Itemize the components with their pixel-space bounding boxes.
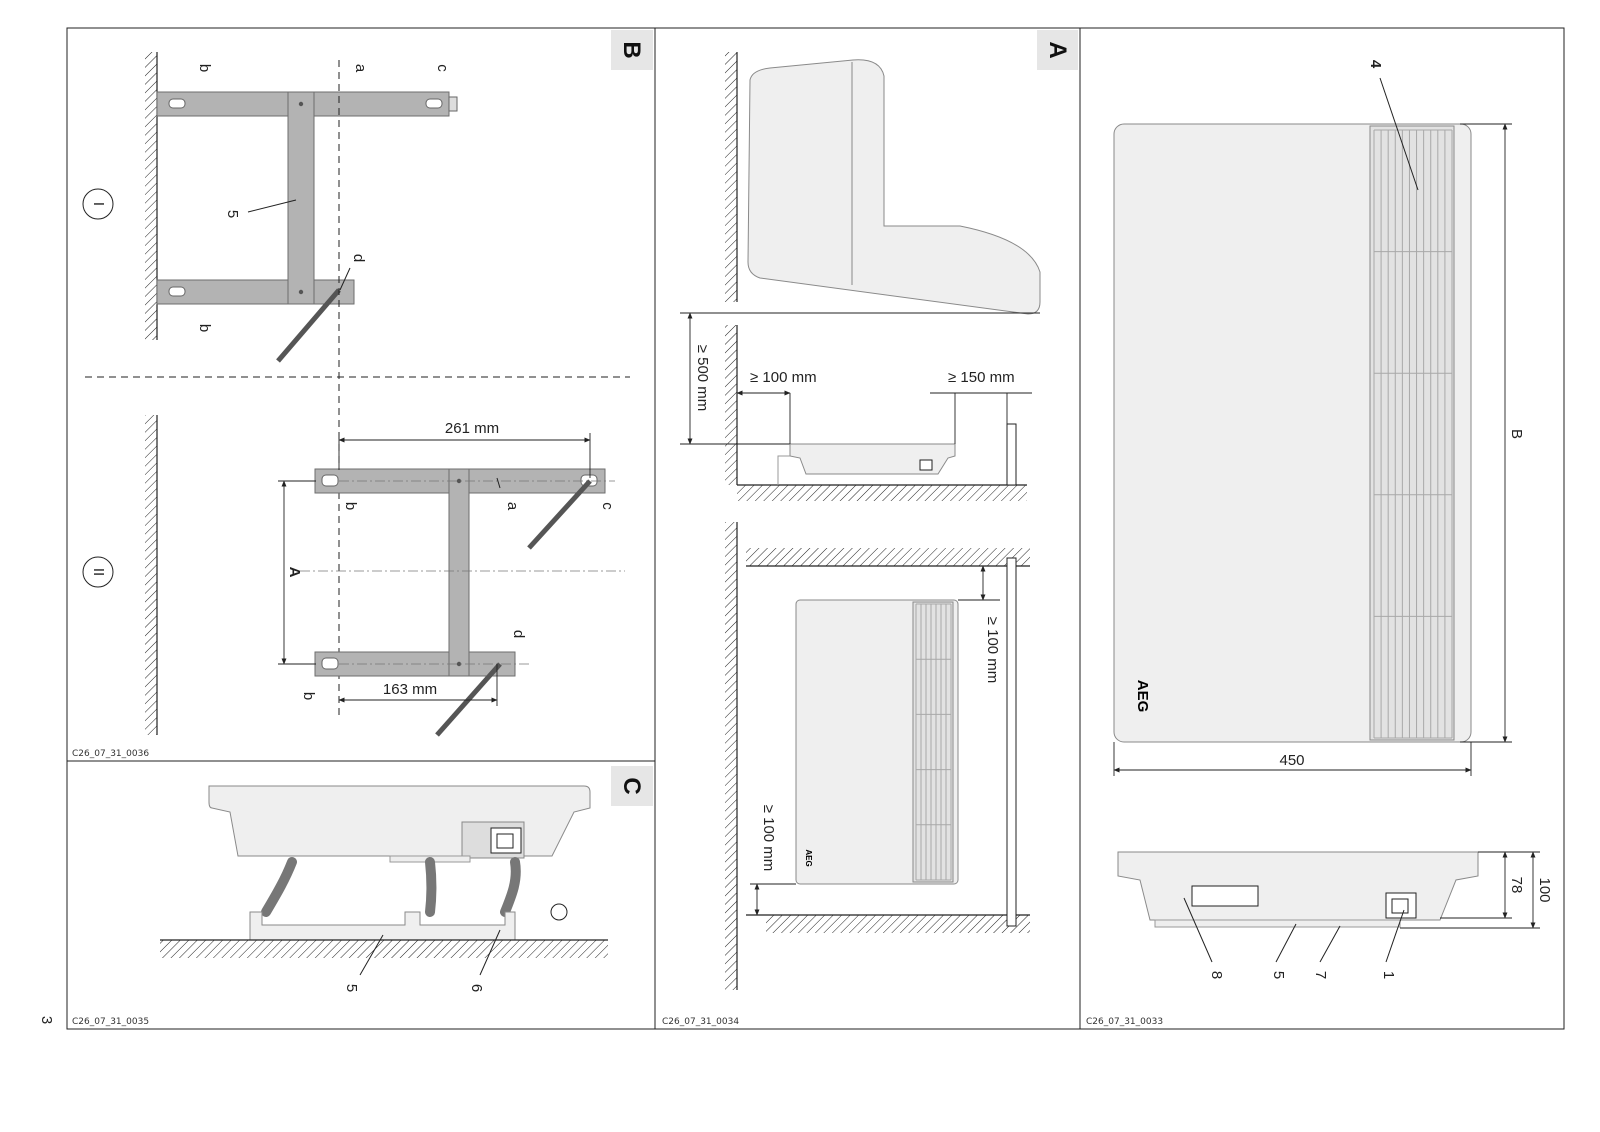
panel-c: C 5 6 C26_07_31_0035: [72, 766, 653, 1027]
panel-b: B I b a c 5 d b: [72, 30, 653, 759]
panel-a-code: C26_07_31_0034: [662, 1017, 739, 1027]
dim-100-left-label: ≥ 100 mm: [750, 369, 817, 386]
bracket-step-1: [156, 91, 458, 363]
dim-500-label: ≥ 500 mm: [694, 345, 711, 412]
wall-hatch-b-top: [145, 52, 157, 340]
dim-100-label: 100: [1536, 877, 1553, 902]
page-number: 3: [38, 1016, 55, 1024]
mounting-arrows: [261, 857, 521, 917]
label-4: 4: [1367, 60, 1384, 69]
dim-100-bottom-label: ≥ 100 mm: [760, 805, 777, 872]
label-c-top: c: [434, 64, 451, 72]
label-b-mid: b: [342, 502, 359, 510]
wall-hatch-a-mid: [725, 325, 737, 485]
dim-100-top-label: ≥ 100 mm: [984, 617, 1001, 684]
page-frame: [66, 27, 1565, 1030]
panel-a: A ≥ 500 mm ≥ 100 mm ≥ 150 mm: [662, 30, 1078, 1027]
step-1-label: I: [90, 202, 107, 206]
brand-small: AEG: [804, 849, 813, 866]
heater-on-wall-a: [747, 59, 1041, 315]
brand-logo: AEG: [1134, 680, 1151, 713]
bracket-step-2: [300, 468, 625, 737]
heater-front-large: [1113, 123, 1472, 743]
panel-a-letter-box: [1037, 30, 1078, 70]
label-5-top: 5: [224, 210, 241, 218]
label-5-main: 5: [1270, 971, 1287, 979]
label-5-c: 5: [343, 984, 360, 992]
panel-c-code: C26_07_31_0035: [72, 1017, 149, 1027]
heater-front-small: [795, 599, 959, 885]
label-1: 1: [1380, 971, 1397, 979]
heater-side-view-c: [208, 785, 591, 863]
label-c-mid: c: [599, 502, 616, 510]
dim-150-label: ≥ 150 mm: [948, 369, 1015, 386]
floor-hatch-a-mid: [737, 485, 1027, 501]
label-b-top-1: b: [196, 64, 213, 72]
heater-floor-a: [789, 443, 956, 475]
side-wall-a: [1006, 557, 1017, 927]
label-6-c: 6: [468, 984, 485, 992]
wall-hatch-a-top: [725, 52, 737, 302]
panel-a-letter: A: [1044, 41, 1071, 58]
wall-hatch-a-bottom: [725, 522, 737, 990]
label-d-mid: d: [510, 630, 527, 638]
panel-c-letter: C: [618, 777, 645, 794]
dim-261-label: 261 mm: [445, 420, 499, 437]
wall-hatch-b-bottom: [145, 415, 157, 735]
panel-c-letter-box: [611, 766, 653, 806]
label-a-mid: a: [504, 502, 521, 511]
step-2-badge: [82, 556, 114, 588]
dim-a-label: A: [286, 567, 303, 578]
step-1-badge: [82, 188, 114, 220]
floor-hatch-a-bottom: [766, 915, 1030, 933]
panel-dimensions: AEG 4 B 450 78 100 8 5 7 1 C: [1086, 60, 1553, 1027]
dim-78-label: 78: [1508, 877, 1525, 894]
leader-5-top: [247, 199, 297, 213]
label-d-top: d: [350, 254, 367, 262]
panel-b-code: C26_07_31_0036: [72, 749, 149, 759]
screw-icon: [550, 903, 568, 921]
leader-d-top: [339, 267, 351, 291]
dim-b-label: B: [1508, 429, 1525, 439]
dim-163-label: 163 mm: [383, 681, 437, 698]
step-2-label: II: [90, 568, 107, 576]
floor-hatch-c: [160, 940, 608, 958]
label-a-top: a: [352, 64, 369, 73]
panel-b-letter-box: [611, 30, 653, 70]
dim-450-label: 450: [1279, 752, 1304, 769]
obstacle-a: [1006, 423, 1017, 486]
panel-d-code: C26_07_31_0033: [1086, 1017, 1163, 1027]
label-b-bottom: b: [300, 692, 317, 700]
label-8: 8: [1208, 971, 1225, 979]
panel-b-letter: B: [618, 41, 645, 58]
leader-4: [1379, 77, 1419, 191]
label-b-top-2: b: [196, 324, 213, 332]
label-7: 7: [1312, 971, 1329, 979]
heater-side-view-large: [1117, 851, 1479, 928]
ceiling-hatch-a: [746, 548, 1030, 566]
